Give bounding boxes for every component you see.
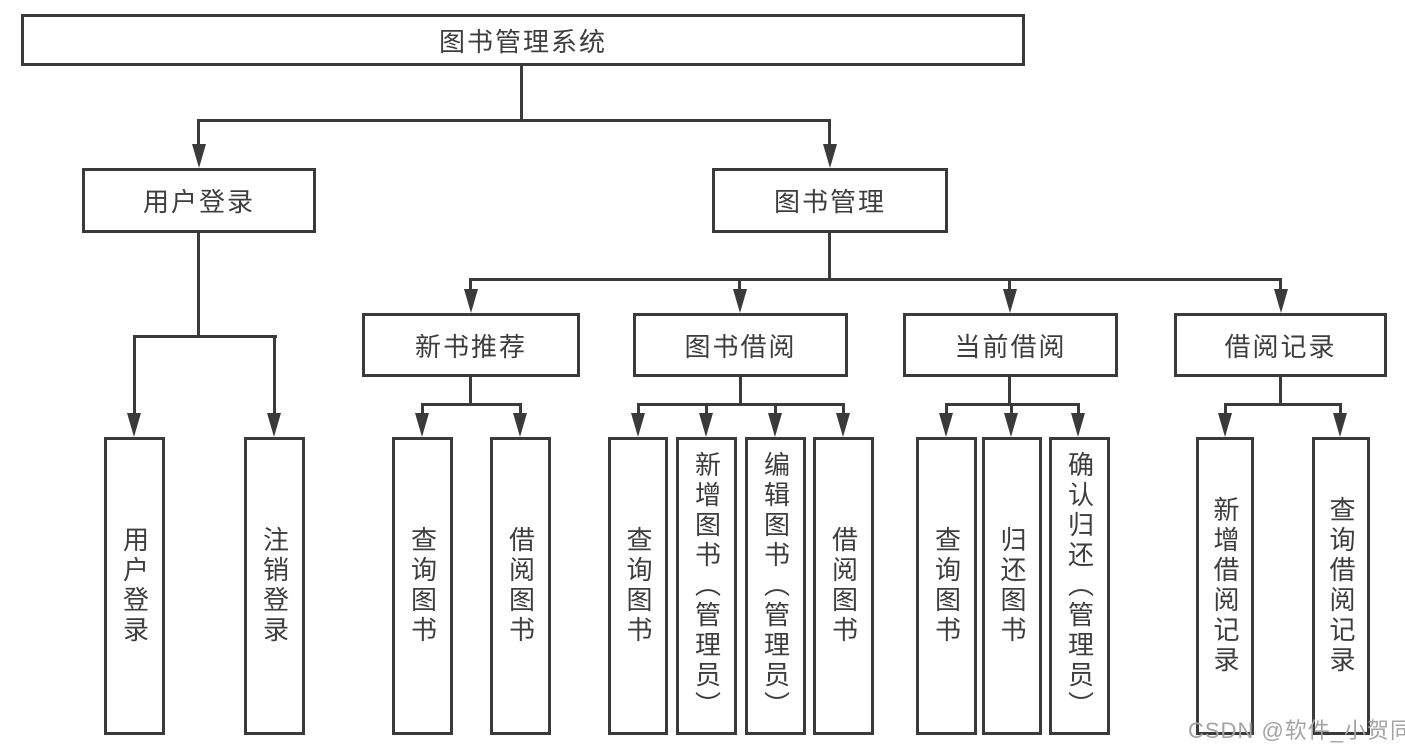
node-book-borrowing: 图书借阅: [633, 313, 848, 377]
connector-line: [197, 119, 200, 147]
leaf-query-books-borrowing: 查询图书: [608, 437, 668, 735]
connector-line: [469, 278, 1282, 281]
leaf-edit-book-admin: 编辑图书（管理员）: [745, 437, 806, 735]
connector-line: [469, 377, 472, 406]
connector-line: [774, 403, 777, 414]
arrowhead-icon: [267, 413, 281, 437]
leaf-add-book-admin: 新增图书（管理员）: [676, 437, 737, 735]
connector-line: [133, 335, 136, 414]
connector-line: [1279, 278, 1282, 293]
connector-line: [637, 403, 845, 406]
node-label: 用户登录: [142, 187, 255, 217]
connector-line: [273, 335, 276, 414]
leaf-label: 用户登录: [119, 526, 150, 646]
leaf-label: 借阅图书: [505, 526, 536, 646]
connector-line: [519, 403, 522, 414]
leaf-label: 查询图书: [931, 526, 962, 646]
node-label: 当前借阅: [954, 331, 1067, 362]
connector-line: [1279, 377, 1282, 406]
leaf-return-books: 归还图书: [982, 437, 1042, 735]
connector-line: [1224, 403, 1342, 406]
leaf-logout: 注销登录: [244, 437, 305, 735]
connector-line: [197, 233, 200, 338]
connector-line: [421, 403, 522, 406]
arrowhead-icon: [836, 413, 850, 437]
arrowhead-icon: [1071, 413, 1085, 437]
node-label: 新书推荐: [414, 331, 527, 362]
connector-line: [1224, 403, 1227, 414]
connector-line: [1339, 403, 1342, 414]
arrowhead-icon: [1333, 413, 1347, 437]
leaf-label: 确认归还（管理员）: [1064, 451, 1095, 721]
arrowhead-icon: [464, 289, 478, 313]
arrowhead-icon: [733, 289, 747, 313]
csdn-watermark: CSDN @软件_小贺同学: [1188, 718, 1405, 743]
leaf-label: 归还图书: [997, 526, 1027, 646]
leaf-label: 查询图书: [407, 526, 438, 646]
leaf-label: 新增图书（管理员）: [691, 451, 722, 721]
connector-line: [1010, 403, 1013, 414]
connector-line: [945, 403, 948, 414]
node-borrowing-records: 借阅记录: [1174, 313, 1387, 377]
arrowhead-icon: [513, 413, 527, 437]
leaf-borrow-books-borrowing: 借阅图书: [813, 437, 874, 735]
leaf-label: 注销登录: [259, 526, 290, 646]
arrowhead-icon: [823, 144, 837, 168]
arrowhead-icon: [631, 413, 645, 437]
connector-line: [520, 66, 523, 122]
connector-line: [738, 278, 741, 293]
connector-line: [637, 403, 640, 414]
arrowhead-icon: [699, 413, 713, 437]
node-user-login: 用户登录: [82, 168, 316, 233]
connector-line: [1008, 278, 1011, 293]
leaf-label: 查询借阅记录: [1326, 496, 1356, 676]
arrowhead-icon: [1274, 289, 1288, 313]
node-label: 借阅记录: [1224, 331, 1337, 362]
arrowhead-icon: [127, 413, 141, 437]
leaf-label: 查询图书: [623, 526, 653, 646]
leaf-query-books-recommend: 查询图书: [392, 437, 453, 735]
connector-line: [842, 403, 845, 414]
connector-line: [421, 403, 424, 414]
node-root-system: 图书管理系统: [21, 14, 1025, 66]
connector-line: [828, 119, 831, 147]
node-label: 图书管理系统: [438, 26, 607, 57]
leaf-label: 编辑图书（管理员）: [760, 451, 791, 721]
leaf-user-login: 用户登录: [104, 437, 165, 735]
arrowhead-icon: [768, 413, 782, 437]
arrowhead-icon: [1004, 413, 1018, 437]
node-book-management: 图书管理: [712, 168, 948, 233]
leaf-query-borrow-record: 查询借阅记录: [1312, 437, 1370, 735]
connector-line: [828, 233, 831, 281]
connector-line: [705, 403, 708, 414]
node-label: 图书管理: [773, 187, 886, 217]
node-current-borrowing: 当前借阅: [903, 313, 1118, 377]
arrowhead-icon: [1218, 413, 1232, 437]
leaf-borrow-books-recommend: 借阅图书: [490, 437, 551, 735]
node-label: 图书借阅: [684, 331, 797, 362]
connector-line: [739, 377, 742, 406]
connector-line: [197, 119, 831, 122]
leaf-add-borrow-record: 新增借阅记录: [1196, 437, 1254, 735]
leaf-confirm-return-admin: 确认归还（管理员）: [1049, 437, 1110, 735]
leaf-label: 新增借阅记录: [1210, 496, 1240, 676]
connector-line: [469, 278, 472, 293]
node-new-book-recommend: 新书推荐: [362, 313, 580, 377]
connector-line: [1077, 403, 1080, 414]
connector-line: [1008, 377, 1011, 406]
leaf-label: 借阅图书: [828, 526, 859, 646]
arrowhead-icon: [415, 413, 429, 437]
connector-line: [133, 335, 277, 338]
arrowhead-icon: [192, 144, 206, 168]
arrowhead-icon: [939, 413, 953, 437]
arrowhead-icon: [1003, 289, 1017, 313]
leaf-query-books-current: 查询图书: [916, 437, 977, 735]
